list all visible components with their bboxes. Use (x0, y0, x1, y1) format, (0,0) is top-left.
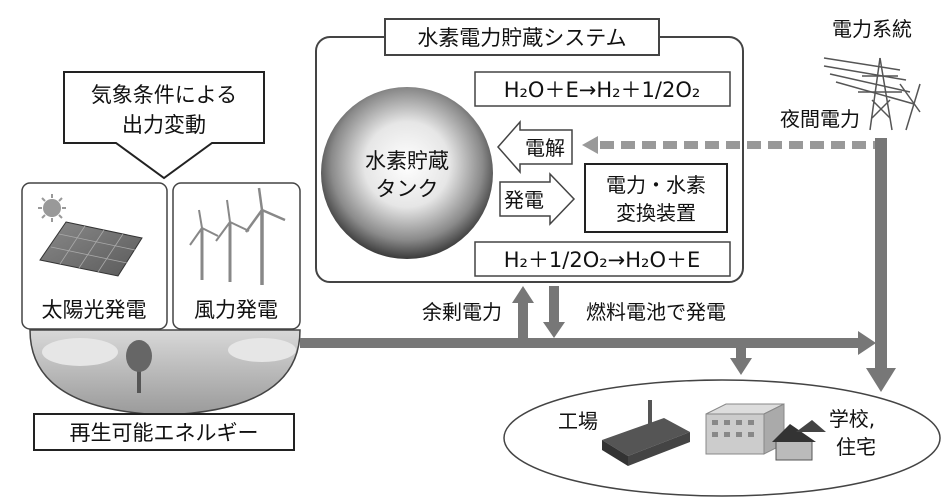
generation-arrow: 発電 (499, 172, 576, 226)
formula-bottom-box (474, 241, 731, 277)
wind-turbine-icon (189, 187, 286, 285)
transmission-tower-icon (823, 57, 921, 131)
wind-label: 風力発電 (194, 298, 278, 322)
electrolysis-arrow: 電解 (497, 120, 573, 174)
tank-label-1: 水素貯蔵 (365, 149, 449, 173)
system-title: 水素電力貯蔵システム (417, 26, 626, 50)
consumers-area: 工場 学校, 住宅 (503, 379, 941, 497)
surplus-label: 余剰電力 (422, 300, 502, 324)
hydrogen-tank: 水素貯蔵 タンク (321, 87, 493, 259)
formula-top: H₂O＋E→H₂＋1/2O₂ (504, 78, 701, 102)
factory-label: 工場 (558, 409, 598, 433)
converter-box (584, 163, 728, 233)
school-label-2: 住宅 (836, 435, 876, 459)
renewable-area: 太陽光発電 風力発電 (21, 182, 301, 416)
grid-arrowhead (866, 368, 896, 392)
renewable-label: 再生可能エネルギー (70, 421, 259, 445)
power-flow-arrows (300, 138, 896, 392)
fuel-cell-label: 燃料電池で発電 (586, 300, 726, 324)
consumer-branch-arrowhead (730, 358, 752, 375)
night-power-arrow (582, 136, 875, 154)
system-title-box (384, 18, 660, 56)
renewable-label-box (33, 413, 295, 451)
school-building-icon (705, 403, 785, 455)
tank-label-2: タンク (376, 177, 439, 201)
school-label-1: 学校, (829, 407, 875, 431)
tree-icon (126, 340, 152, 393)
factory-icon (602, 400, 690, 466)
sun-icon (38, 194, 66, 222)
solar-panel-icon (39, 221, 143, 277)
solar-label: 太陽光発電 (42, 298, 147, 322)
formula-top-box (474, 71, 731, 107)
weather-callout: 気象条件による 出力変動 (63, 71, 265, 180)
converter-label-1: 電力・水素 (606, 173, 706, 197)
wind-box (172, 182, 301, 330)
electrolysis-label: 電解 (525, 136, 565, 160)
weather-line-2: 出力変動 (122, 113, 206, 137)
generation-label: 発電 (504, 188, 544, 212)
converter-label-2: 変換装置 (616, 201, 696, 225)
formula-bottom: H₂＋1/2O₂→H₂O＋E (504, 248, 701, 272)
house-icon (772, 420, 826, 461)
night-power-label: 夜間電力 (780, 107, 860, 131)
fuel-cell-arrowhead (543, 322, 565, 338)
grid-label: 電力系統 (832, 17, 912, 41)
main-flow-arrowhead (858, 331, 876, 355)
surplus-arrowhead (512, 286, 534, 303)
weather-line-1: 気象条件による (91, 83, 237, 107)
